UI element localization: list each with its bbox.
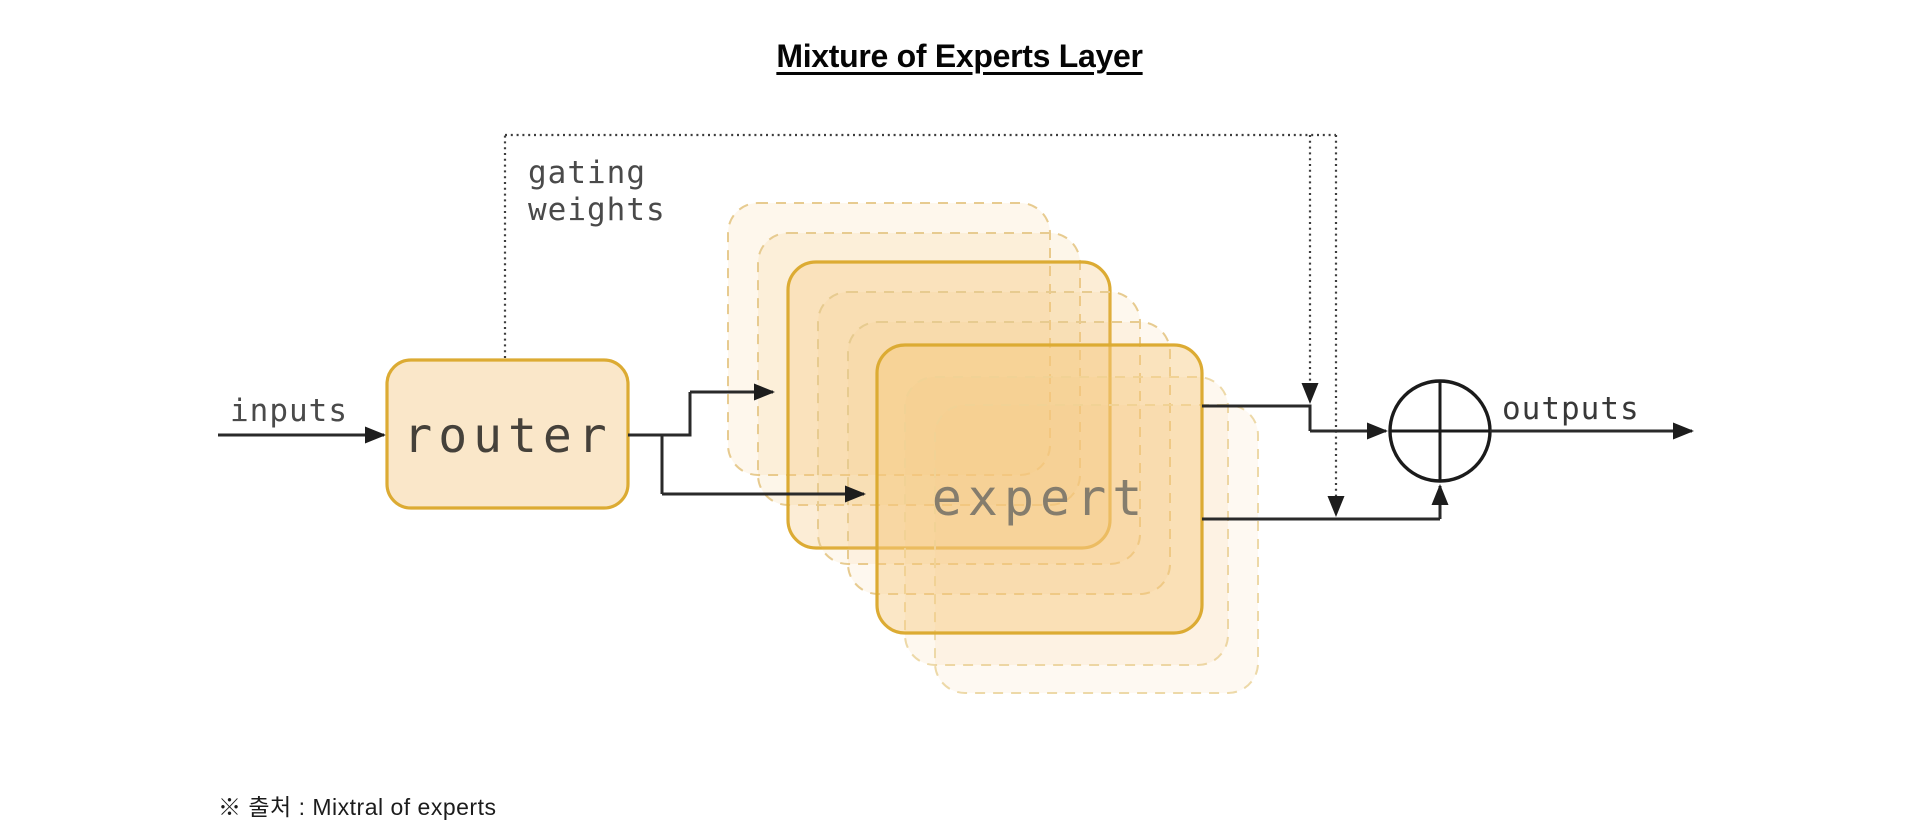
upper-expert-output-wire: [1202, 404, 1312, 431]
expert-box-front: [875, 343, 1204, 635]
router-to-expert-wires: [628, 383, 866, 503]
expert-label: expert: [932, 469, 1149, 527]
input-section: router inputs: [218, 358, 630, 510]
gating-weights-path: [503, 133, 1345, 517]
page-title: Mixture of Experts Layer: [776, 38, 1143, 74]
outputs-label: outputs: [1502, 391, 1640, 427]
expert-output-wires: [1202, 404, 1449, 521]
gating-weights-label: gating weights: [528, 155, 666, 228]
expert-stack-box: [817, 291, 1141, 565]
output-section: outputs: [1490, 391, 1694, 440]
expert-stack-box: [934, 404, 1259, 694]
expert-stack-box: [757, 232, 1081, 506]
sum-node: [1388, 379, 1492, 483]
router-label: router: [403, 408, 612, 464]
expert-stack-box: [727, 202, 1051, 476]
source-caption: ※ 출처 : Mixtral of experts: [218, 794, 497, 820]
expert-stack-box: [847, 321, 1171, 595]
router-branch-up: [628, 392, 692, 437]
inputs-label: inputs: [230, 393, 348, 429]
expert-stack: expert: [727, 202, 1259, 694]
expert-stack-box: [904, 376, 1229, 666]
gating-label-line1: gating: [528, 155, 646, 191]
gating-label-line2: weights: [528, 192, 666, 228]
